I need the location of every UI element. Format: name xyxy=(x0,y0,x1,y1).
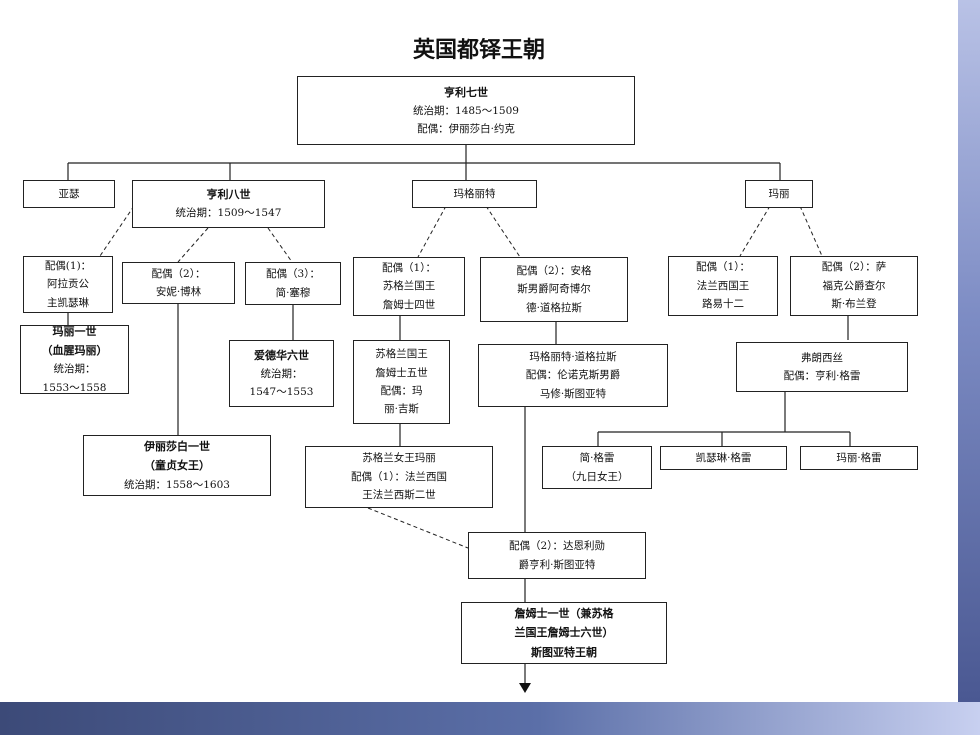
node-text-line: 亨利八世 xyxy=(206,188,251,202)
node-text-line: 詹姆士五世 xyxy=(375,366,428,379)
node-text-line: 弗朗西丝 xyxy=(801,351,843,364)
node-text-line: 丽·吉斯 xyxy=(384,403,419,416)
node-text-line: 配偶（1）： xyxy=(696,261,750,274)
node-text-line: 詹姆士一世（兼苏格 xyxy=(514,607,614,621)
node-text-line: 配偶：伦诺克斯男爵 xyxy=(525,369,621,382)
node-text-line: 凯瑟琳·格雷 xyxy=(695,451,752,464)
node-text-line: 配偶(1)： xyxy=(44,259,92,272)
node-text-line: 配偶：玛 xyxy=(380,385,423,397)
node-henry-viii-spouse-1: 配偶(1)： 阿拉贡公主凯瑟琳 xyxy=(23,256,113,313)
node-text-line: 玛丽一世 xyxy=(52,324,97,338)
node-text-line: 法兰西国王 xyxy=(696,279,750,292)
node-text-line: 玛丽·格雷 xyxy=(836,451,882,464)
page-title: 英国都铎王朝 xyxy=(412,38,545,63)
node-text-line: 玛格丽特·道格拉斯 xyxy=(529,350,617,363)
node-text-line: 玛丽 xyxy=(768,187,790,200)
node-jane-grey: 简·格雷 （九日女王） xyxy=(542,446,652,489)
node-margaret-tudor: 玛格丽特 xyxy=(412,180,537,208)
node-edward-vi: 爱德华六世统治期： 1547～1553 xyxy=(229,340,334,407)
node-text-line: 福克公爵查尔 xyxy=(822,279,886,292)
node-mary-tudor: 玛丽 xyxy=(745,180,813,208)
node-mary-queen-of-scots: 苏格兰女王玛丽配偶（1）：法兰西国王法兰西斯二世 xyxy=(305,446,493,508)
node-text-line: （九日女王） xyxy=(565,470,629,483)
node-text-line: 简·塞穆 xyxy=(275,286,311,299)
node-james-v: 苏格兰国王詹姆士五世配偶：玛丽·吉斯 xyxy=(353,340,450,424)
node-text-line: 配偶（2）： xyxy=(151,267,206,280)
node-text-line: 配偶（2）：安格 xyxy=(516,264,592,277)
node-text-line: 配偶（2）：达恩利勋 xyxy=(509,540,605,553)
node-text-line: 统治期： xyxy=(53,363,96,376)
connector-lines xyxy=(67,145,851,693)
node-text-line: （血腥玛丽） xyxy=(41,344,108,358)
node-text-line: 主凯瑟琳 xyxy=(47,296,89,309)
node-text-line: 路易十二 xyxy=(702,298,744,311)
node-arthur: 亚瑟 xyxy=(23,180,115,208)
node-text-line: 詹姆士四世 xyxy=(382,298,436,311)
node-text-line: 亚瑟 xyxy=(58,187,80,200)
node-text-line: 爱德华六世 xyxy=(254,348,309,362)
node-henry-viii-spouse-3: 配偶（3）： 简·塞穆 xyxy=(245,262,341,305)
node-text-line: 配偶（2）：萨 xyxy=(821,261,887,274)
node-mary-grey: 玛丽·格雷 xyxy=(800,446,918,470)
node-text-line: 阿拉贡公 xyxy=(47,278,89,291)
slide-side-bar xyxy=(958,0,980,702)
node-text-line: 安妮·博林 xyxy=(155,286,202,298)
node-text-line: 1553～1558 xyxy=(42,381,107,394)
node-elizabeth-i: 伊丽莎白一世 （童贞女王） 统治期：1558～1603 xyxy=(83,435,271,496)
node-text-line: 玛格丽特 xyxy=(453,187,496,200)
node-text-line: 配偶：伊丽莎白·约克 xyxy=(417,123,515,136)
node-text-line: （童贞女王） xyxy=(144,459,210,473)
node-text-line: 配偶（1）： xyxy=(382,261,436,274)
node-text-line: 亨利七世 xyxy=(444,85,488,99)
node-text-line: 统治期：1558～1603 xyxy=(124,478,230,491)
node-text-line: 苏格兰女王玛丽 xyxy=(362,452,436,465)
node-henry-viii-spouse-2: 配偶（2）： 安妮·博林 xyxy=(122,262,235,304)
node-text-line: 兰国王詹姆士六世） xyxy=(514,626,614,640)
node-james-i: 詹姆士一世（兼苏格兰国王詹姆士六世） 斯图亚特王朝 xyxy=(461,602,667,664)
node-text-line: 马修·斯图亚特 xyxy=(539,387,607,400)
node-text-line: 配偶：亨利·格雷 xyxy=(783,370,861,382)
node-text-line: 配偶（1）：法兰西国 xyxy=(351,470,447,483)
node-text-line: 苏格兰国王 xyxy=(382,280,436,293)
node-text-line: 斯男爵阿奇博尔 xyxy=(517,283,591,296)
node-text-line: 伊丽莎白一世 xyxy=(144,440,210,454)
node-text-line: 统治期： xyxy=(260,367,303,380)
node-text-line: 王法兰西斯二世 xyxy=(362,489,436,502)
node-margaret-spouse-2: 配偶（2）：安格斯男爵阿奇博尔德·道格拉斯 xyxy=(480,257,628,322)
node-text-line: 统治期：1485～1509 xyxy=(413,104,519,117)
node-margaret-spouse-1: 配偶（1）： 苏格兰国王詹姆士四世 xyxy=(353,257,465,316)
node-catherine-grey: 凯瑟琳·格雷 xyxy=(660,446,787,470)
node-text-line: 爵亨利·斯图亚特 xyxy=(518,558,596,571)
node-text-line: 斯图亚特王朝 xyxy=(531,645,597,659)
node-henry-vii: 亨利七世统治期：1485～1509 配偶：伊丽莎白·约克 xyxy=(297,76,635,145)
node-text-line: 斯·布兰登 xyxy=(831,298,877,311)
node-text-line: 苏格兰国王 xyxy=(375,348,428,361)
node-text-line: 简·格雷 xyxy=(579,452,615,465)
node-mary-i: 玛丽一世 （血腥玛丽） 统治期： 1553～1558 xyxy=(20,325,129,394)
node-text-line: 统治期：1509～1547 xyxy=(175,207,282,220)
node-mary-spouse-2: 配偶（2）：萨福克公爵查尔斯·布兰登 xyxy=(790,256,918,316)
node-henry-viii: 亨利八世统治期：1509～1547 xyxy=(132,180,325,228)
node-text-line: 1547～1553 xyxy=(249,386,314,399)
node-frances: 弗朗西丝配偶：亨利·格雷 xyxy=(736,342,908,392)
node-darnley: 配偶（2）：达恩利勋爵亨利·斯图亚特 xyxy=(468,532,646,579)
node-text-line: 配偶（3）： xyxy=(266,268,320,281)
node-margaret-douglas: 玛格丽特·道格拉斯配偶：伦诺克斯男爵马修·斯图亚特 xyxy=(478,344,668,407)
node-mary-spouse-1: 配偶（1）： 法兰西国王路易十二 xyxy=(668,256,778,316)
node-text-line: 德·道格拉斯 xyxy=(526,301,582,314)
